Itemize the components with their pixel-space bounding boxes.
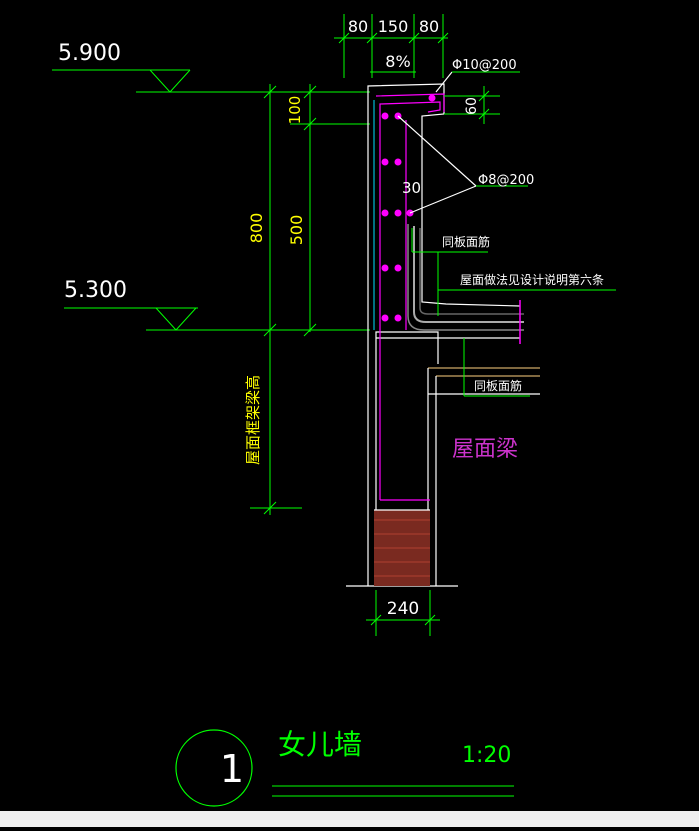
dim-top-right: 80 [419, 17, 439, 36]
label-roof-beam: 屋面梁 [452, 437, 518, 462]
dim-angle: 30 [402, 179, 421, 197]
title-block [175, 729, 514, 807]
dim-top-left: 80 [348, 17, 368, 36]
dim-top-mid: 150 [378, 17, 409, 36]
leader-lines [397, 71, 616, 397]
elevation-marker-top [52, 69, 282, 93]
rebar-dots [381, 94, 436, 322]
slope-label: 8% [385, 52, 410, 71]
note-beam-height: 屋面框架梁高 [244, 375, 262, 465]
title-number: 1 [220, 747, 244, 791]
elevation-marker-bottom [64, 307, 280, 331]
dim-vertical-lower: 500 [287, 215, 306, 246]
masonry-block [374, 509, 430, 586]
rebar-side-label: Φ8@200 [478, 173, 534, 188]
parapet-outline [346, 83, 540, 587]
note-same-slab-2: 同板面筋 [474, 378, 522, 393]
top-dimension-chain [334, 14, 449, 78]
dim-vertical-total: 800 [247, 213, 266, 244]
bottom-dimension [366, 590, 440, 636]
note-waterproof: 屋面做法见设计说明第六条 [460, 272, 604, 287]
rebar-top-label: Φ10@200 [452, 58, 517, 73]
dim-vertical-upper: 100 [286, 96, 304, 125]
dim-bottom-width: 240 [387, 599, 419, 619]
title-scale: 1:20 [462, 743, 511, 768]
dim-side-small: 60 [464, 97, 480, 115]
window-bottom-strip [0, 811, 699, 827]
vertical-dimension-chain [250, 84, 370, 515]
title-name: 女儿墙 [278, 728, 362, 761]
rebar-cage [373, 93, 445, 501]
elevation-bottom-label: 5.300 [64, 278, 127, 303]
side-dim-60 [444, 86, 500, 124]
roof-waterproof-layers [407, 224, 524, 344]
note-same-slab-1: 同板面筋 [442, 234, 490, 249]
elevation-top-label: 5.900 [58, 41, 121, 66]
